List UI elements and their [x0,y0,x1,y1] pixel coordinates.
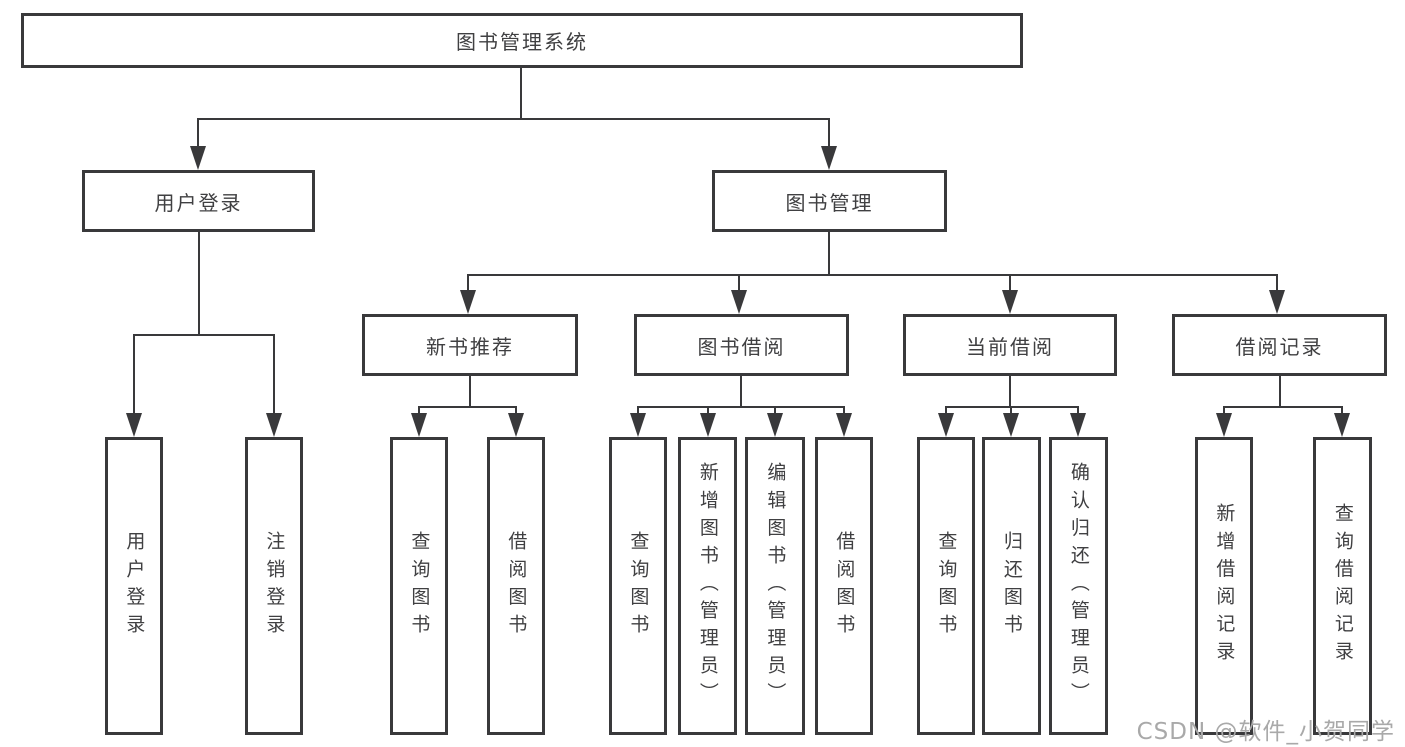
node-label: 图书管理 [785,190,874,215]
arrow-down-icon [190,146,206,170]
node-label: 查询图书 [408,530,431,642]
arrow-down-icon [508,413,524,437]
node-label: 借阅图书 [505,530,528,642]
connector-borrowing-bar [637,406,845,408]
connector-stem-book-mgmt [828,118,830,148]
connector-user-login-bar [133,334,275,336]
arrow-down-icon [1334,413,1350,437]
node-label: 新增借阅记录 [1213,503,1236,669]
connector-stem-leaf [945,406,947,415]
connector-records-bar [1223,406,1343,408]
connector-stem-leaf [515,406,517,415]
arrow-down-icon [731,290,747,314]
node-confirm-return-admin: 确认归还（管理员） [1049,437,1108,735]
node-current-borrowing: 当前借阅 [903,314,1117,376]
arrow-down-icon [1216,413,1232,437]
connector-stem-leaf [1077,406,1079,415]
node-book-management-branch: 图书管理 [712,170,947,232]
node-borrowing-records: 借阅记录 [1172,314,1387,376]
arrow-down-icon [938,413,954,437]
node-label: 借阅记录 [1235,334,1324,359]
connector-borrowing-stem [740,376,742,407]
connector-current-stem [1009,376,1011,407]
arrow-down-icon [460,290,476,314]
node-label: 查询借阅记录 [1331,503,1354,669]
arrow-down-icon [1002,290,1018,314]
node-label: 用户登录 [123,530,146,642]
node-label: 新书推荐 [426,334,514,359]
arrow-down-icon [821,146,837,170]
node-borrow-books-recommend: 借阅图书 [487,437,545,735]
arrow-down-icon [1269,290,1285,314]
connector-root-stem [520,68,522,119]
node-label: 借阅图书 [833,530,856,642]
connector-user-login-stem [198,232,200,336]
node-label: 当前借阅 [966,334,1054,359]
node-label: 归还图书 [1000,530,1023,642]
connector-stem-new-books [467,274,469,292]
node-query-books-borrowing: 查询图书 [609,437,667,735]
connector-stem-leaf [1223,406,1225,415]
connector-stem-leaf [273,334,275,415]
node-library-management-system: 图书管理系统 [21,13,1023,68]
connector-book-mgmt-stem [828,232,830,276]
connector-stem-leaf [1341,406,1343,415]
node-return-books: 归还图书 [982,437,1041,735]
connector-stem-borrow-records [1276,274,1278,292]
node-add-books-admin: 新增图书（管理员） [678,437,737,735]
connector-stem-book-borrow [738,274,740,292]
node-label: 用户登录 [154,190,243,215]
connector-root-bar [197,118,830,120]
node-label: 查询图书 [935,530,958,642]
node-borrow-books-borrowing: 借阅图书 [815,437,873,735]
node-query-borrow-record: 查询借阅记录 [1313,437,1372,735]
connector-stem-leaf [843,406,845,415]
node-book-borrowing: 图书借阅 [634,314,849,376]
connector-stem-leaf [1010,406,1012,415]
connector-stem-leaf [133,334,135,415]
arrow-down-icon [767,413,783,437]
connector-book-mgmt-bar [467,274,1278,276]
connector-records-stem [1279,376,1281,407]
node-label: 新增图书（管理员） [696,462,719,710]
arrow-down-icon [266,413,282,437]
connector-stem-leaf [707,406,709,415]
connector-stem-leaf [774,406,776,415]
arrow-down-icon [411,413,427,437]
connector-recommend-bar [418,406,517,408]
arrow-down-icon [700,413,716,437]
connector-stem-leaf [418,406,420,415]
node-label: 注销登录 [263,530,286,642]
csdn-watermark: CSDN @软件_小贺同学 [1136,719,1395,745]
node-label: 确认归还（管理员） [1067,462,1090,710]
connector-stem-user-login [197,118,199,148]
connector-recommend-stem [469,376,471,407]
arrow-down-icon [1003,413,1019,437]
arrow-down-icon [126,413,142,437]
arrow-down-icon [630,413,646,437]
node-edit-books-admin: 编辑图书（管理员） [745,437,805,735]
node-user-login: 用户登录 [105,437,163,735]
arrow-down-icon [1070,413,1086,437]
connector-stem-leaf [637,406,639,415]
node-logout: 注销登录 [245,437,303,735]
connector-stem-current-borrow [1009,274,1011,292]
connector-current-bar [945,406,1079,408]
node-user-login-branch: 用户登录 [82,170,315,232]
node-label: 图书借阅 [697,334,786,359]
node-query-books-recommend: 查询图书 [390,437,448,735]
node-label: 图书管理系统 [456,30,588,54]
node-label: 编辑图书（管理员） [764,462,787,710]
node-label: 查询图书 [627,530,650,642]
node-add-borrow-record: 新增借阅记录 [1195,437,1253,735]
arrow-down-icon [836,413,852,437]
node-new-book-recommend: 新书推荐 [362,314,578,376]
node-query-books-current: 查询图书 [917,437,975,735]
